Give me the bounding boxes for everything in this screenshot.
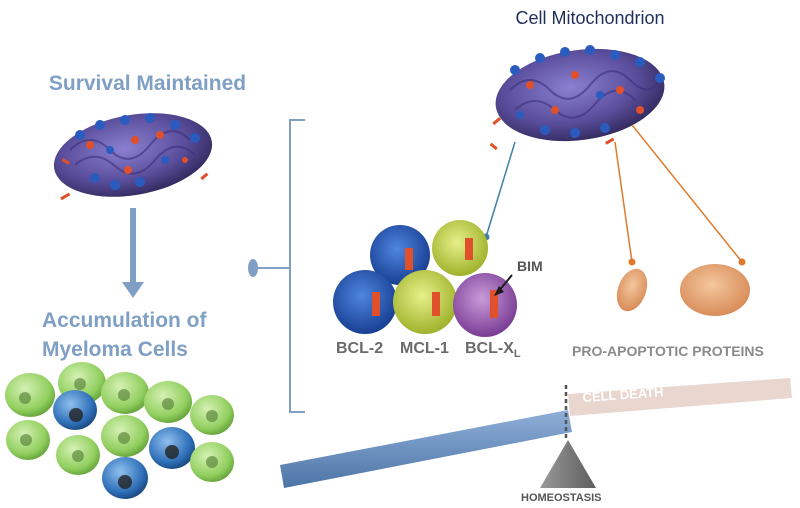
pro-apoptotic-label: PRO-APOPTOTIC PROTEINS	[572, 343, 764, 359]
bcl2-label: BCL-2	[336, 340, 384, 357]
mcl1-label: MCL-1	[400, 340, 449, 357]
bcl2-protein	[333, 225, 430, 334]
mcl1-protein	[393, 220, 488, 334]
down-arrow-icon	[122, 208, 144, 298]
mitochondrion-connectors	[482, 124, 746, 266]
inhibition-bracket	[248, 119, 305, 413]
cell-mitochondrion	[489, 45, 665, 151]
accumulation-line1: Accumulation of	[42, 309, 207, 332]
bclxl-label: BCL-XL	[465, 340, 521, 360]
homeostasis-balance	[280, 378, 792, 488]
pro-apoptotic-protein-2	[680, 264, 750, 316]
bclxl-protein	[453, 273, 517, 337]
homeostasis-label: HOMEOSTASIS	[521, 492, 602, 504]
accumulation-line2: Myeloma Cells	[42, 338, 188, 361]
bclx-subscript: L	[513, 348, 521, 361]
bclx-text: BCL-X	[465, 340, 514, 357]
accumulation-label: Accumulation of Myeloma Cells	[42, 306, 257, 364]
survival-maintained-title: Survival Maintained	[48, 72, 247, 95]
left-mitochondrion	[53, 113, 213, 201]
myeloma-cells-cluster	[5, 362, 234, 499]
pro-apoptotic-protein-1	[616, 268, 648, 312]
bim-arrow-icon	[494, 274, 513, 296]
mitochondrion-title: Cell Mitochondrion	[515, 8, 665, 28]
bim-label: BIM	[517, 258, 543, 274]
